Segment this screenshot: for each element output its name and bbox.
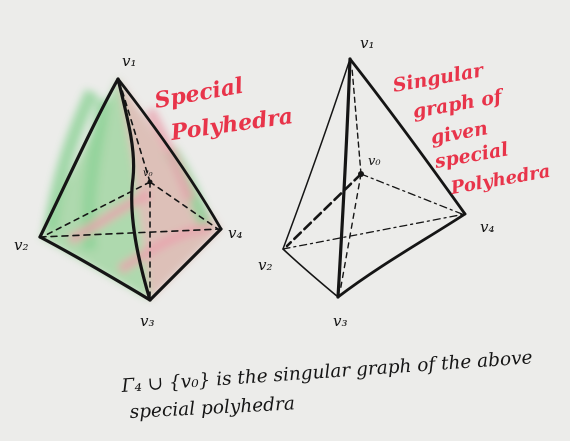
left-polyhedron-fill xyxy=(40,78,221,300)
left-edge-v1-v2 xyxy=(38,77,120,239)
left-edge-v0-v1-hidden xyxy=(121,89,151,183)
left-edge-v0-v4-hidden xyxy=(149,181,219,230)
right-vertex-v3-label: v₃ xyxy=(333,312,348,330)
left-vertex-v1-label: v₁ xyxy=(122,52,137,70)
right-edge-v1-v3 xyxy=(336,57,352,299)
right-polyhedron: v₁ v₂ v₃ v₄ v₀ xyxy=(258,34,495,330)
right-edge-v1-v2 xyxy=(282,58,351,250)
right-vertex-v2-label: v₂ xyxy=(258,256,273,274)
left-vertex-v3-label: v₃ xyxy=(140,312,155,330)
left-vertex-v0-dot xyxy=(147,179,153,185)
left-vertex-v4-label: v₄ xyxy=(228,224,243,242)
left-face-right xyxy=(118,78,221,300)
left-vertex-v0-label: v₀ xyxy=(143,168,153,179)
left-annotation: Special Polyhedra xyxy=(153,73,295,146)
right-vertex-v1-label: v₁ xyxy=(360,34,375,52)
left-polyhedron: v₁ v₂ v₃ v₄ v₀ xyxy=(14,52,243,330)
left-edge-v1-v3 xyxy=(116,77,152,302)
right-polyhedron-edges xyxy=(282,57,467,299)
right-edge-v0-v4-hidden xyxy=(360,173,463,215)
caption-line2: special polyhedra xyxy=(129,393,295,423)
right-annotation: Singular graph of given special Polyhedr… xyxy=(391,59,552,199)
right-edge-v3-v4 xyxy=(336,212,467,299)
left-annotation-line1: Special xyxy=(153,73,246,114)
left-edge-v2-v3 xyxy=(38,235,152,302)
right-vertex-v0-label: v₀ xyxy=(368,154,381,169)
right-edge-v2-v3 xyxy=(282,248,339,298)
left-polyhedron-edges xyxy=(38,77,223,302)
right-edge-v0-v1-hidden xyxy=(351,67,362,175)
left-vertex-v2-label: v₂ xyxy=(14,236,29,254)
right-edge-v0-v2-hidden xyxy=(285,172,363,248)
left-edge-v2-v4-hidden xyxy=(39,228,222,238)
right-edge-v1-v4 xyxy=(348,57,467,216)
caption-line1: Γ₄ ∪ {v₀} is the singular graph of the a… xyxy=(120,347,533,397)
left-edge-v1-v4 xyxy=(116,77,223,231)
left-edge-v3-v4 xyxy=(148,227,223,302)
right-vertex-v4-label: v₄ xyxy=(480,218,495,236)
right-edge-v0-v3-hidden xyxy=(339,173,362,293)
right-edge-v2-v4-hidden xyxy=(282,213,466,250)
caption: Γ₄ ∪ {v₀} is the singular graph of the a… xyxy=(120,347,533,423)
left-annotation-line2: Polyhedra xyxy=(168,103,294,146)
left-edge-v0-v2-hidden xyxy=(43,181,151,237)
right-vertex-v0-dot xyxy=(358,171,364,177)
